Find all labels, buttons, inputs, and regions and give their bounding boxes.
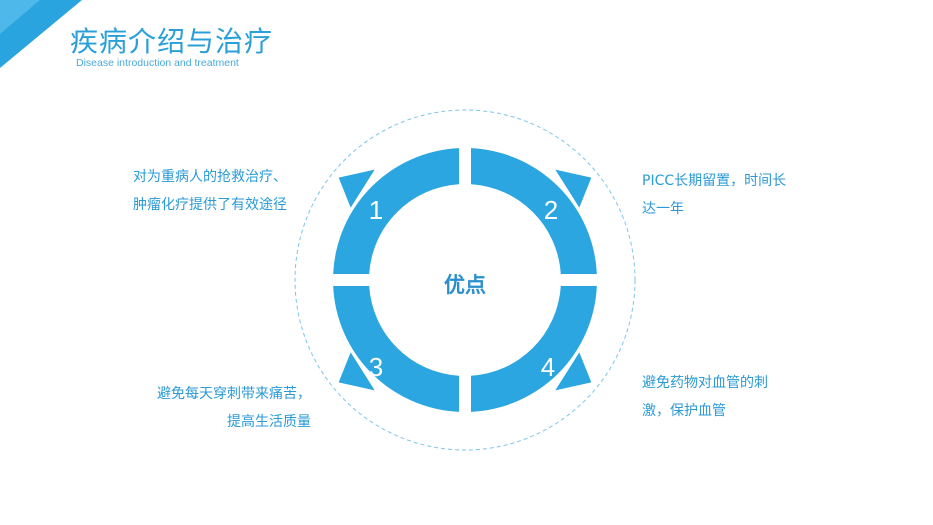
advantage-point-4: 避免药物对血管的刺 激，保护血管 [642,369,768,425]
segment-number-3: 3 [369,352,383,382]
segment-number-1: 1 [369,195,383,225]
ring-segment-4 [471,286,597,412]
ring-segment-3 [333,286,459,412]
advantage-4-line-2: 激，保护血管 [642,403,726,419]
advantage-1-line-1: 对为重病人的抢救治疗、 [133,169,287,185]
center-label: 优点 [444,273,486,297]
advantage-4-line-1: 避免药物对血管的刺 [642,375,768,391]
ring-segment-1 [333,148,459,274]
corner-decoration [0,0,82,68]
ring-arrow-2 [555,169,592,208]
advantage-point-3: 避免每天穿刺带来痛苦， 提高生活质量 [157,380,311,436]
segment-number-2: 2 [544,195,558,225]
page-title: 疾病介绍与治疗 [70,25,274,58]
ring-arrow-3 [338,352,375,391]
ring-segment-2 [471,148,597,274]
advantage-point-2: PICC长期留置，时间长 达一年 [642,167,786,223]
outer-dashed-ring [294,109,636,451]
advantage-point-1: 对为重病人的抢救治疗、 肿瘤化疗提供了有效途径 [133,163,287,219]
advantage-1-line-2: 肿瘤化疗提供了有效途径 [133,197,287,213]
advantage-3-line-1: 避免每天穿刺带来痛苦， [157,386,311,402]
ring-arrow-1 [338,169,375,208]
page-subtitle: Disease introduction and treatment [76,57,239,69]
ring-arrow-4 [555,352,592,391]
segment-number-4: 4 [541,352,555,382]
advantage-3-line-2: 提高生活质量 [227,414,311,430]
advantage-2-line-2: 达一年 [642,201,684,217]
advantage-2-line-1: PICC长期留置，时间长 [642,173,787,189]
